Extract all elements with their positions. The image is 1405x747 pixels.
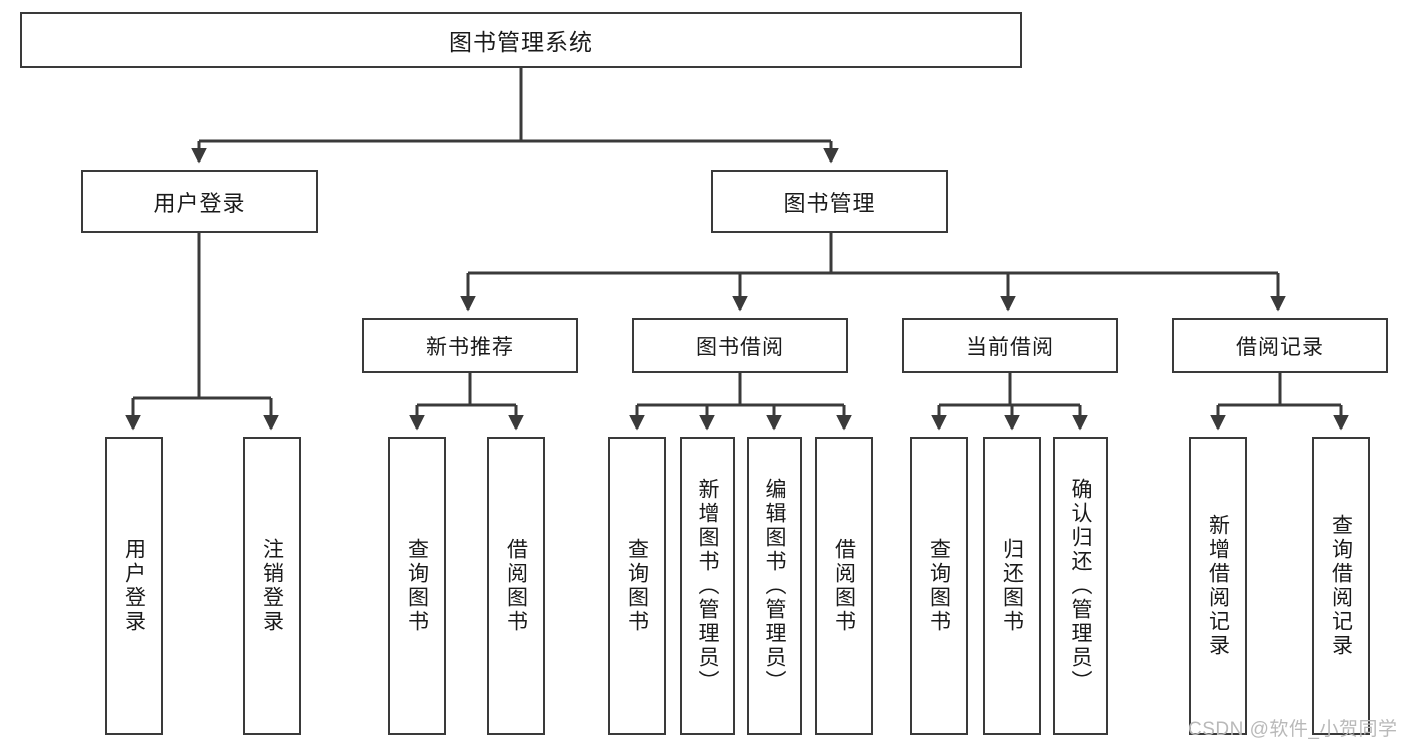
node-leaf-edit-book-label: 编辑图书（管理员） xyxy=(763,478,786,694)
node-leaf-borrow-book-1-label: 借阅图书 xyxy=(504,538,528,634)
node-book-borrow-label: 图书借阅 xyxy=(696,335,784,359)
node-leaf-query-book-2[interactable]: 查询图书 xyxy=(608,437,666,735)
node-leaf-query-book-1[interactable]: 查询图书 xyxy=(388,437,446,735)
node-leaf-add-record[interactable]: 新增借阅记录 xyxy=(1189,437,1247,735)
node-new-book-rec[interactable]: 新书推荐 xyxy=(362,318,578,373)
node-current-borrow[interactable]: 当前借阅 xyxy=(902,318,1118,373)
node-leaf-confirm-return-label: 确认归还（管理员） xyxy=(1069,478,1092,694)
node-leaf-confirm-return[interactable]: 确认归还（管理员） xyxy=(1053,437,1108,735)
node-borrow-record-label: 借阅记录 xyxy=(1236,335,1324,359)
node-leaf-add-book[interactable]: 新增图书（管理员） xyxy=(680,437,735,735)
node-leaf-user-login[interactable]: 用户登录 xyxy=(105,437,163,735)
node-leaf-query-record[interactable]: 查询借阅记录 xyxy=(1312,437,1370,735)
node-leaf-borrow-book-2[interactable]: 借阅图书 xyxy=(815,437,873,735)
node-book-manage[interactable]: 图书管理 xyxy=(711,170,948,233)
node-leaf-add-record-label: 新增借阅记录 xyxy=(1206,514,1230,658)
node-leaf-query-book-3-label: 查询图书 xyxy=(927,538,951,634)
node-leaf-return-book[interactable]: 归还图书 xyxy=(983,437,1041,735)
node-current-borrow-label: 当前借阅 xyxy=(966,335,1054,359)
node-new-book-rec-label: 新书推荐 xyxy=(426,335,514,359)
node-root[interactable]: 图书管理系统 xyxy=(20,12,1022,68)
node-leaf-borrow-book-1[interactable]: 借阅图书 xyxy=(487,437,545,735)
node-leaf-user-login-label: 用户登录 xyxy=(122,538,146,634)
node-leaf-query-book-2-label: 查询图书 xyxy=(625,538,649,634)
node-leaf-query-record-label: 查询借阅记录 xyxy=(1329,514,1353,658)
node-user-login[interactable]: 用户登录 xyxy=(81,170,318,233)
csdn-watermark: CSDN @软件_小贺同学 xyxy=(1188,719,1398,740)
node-leaf-return-book-label: 归还图书 xyxy=(1000,538,1024,634)
node-root-label: 图书管理系统 xyxy=(449,29,593,55)
node-user-login-label: 用户登录 xyxy=(153,190,246,216)
node-leaf-add-book-label: 新增图书（管理员） xyxy=(696,478,719,694)
node-book-borrow[interactable]: 图书借阅 xyxy=(632,318,848,373)
node-borrow-record[interactable]: 借阅记录 xyxy=(1172,318,1388,373)
node-leaf-query-book-1-label: 查询图书 xyxy=(405,538,429,634)
node-leaf-logout[interactable]: 注销登录 xyxy=(243,437,301,735)
node-leaf-logout-label: 注销登录 xyxy=(260,538,284,634)
node-leaf-query-book-3[interactable]: 查询图书 xyxy=(910,437,968,735)
node-book-manage-label: 图书管理 xyxy=(783,190,876,216)
node-leaf-borrow-book-2-label: 借阅图书 xyxy=(832,538,856,634)
node-leaf-edit-book[interactable]: 编辑图书（管理员） xyxy=(747,437,802,735)
